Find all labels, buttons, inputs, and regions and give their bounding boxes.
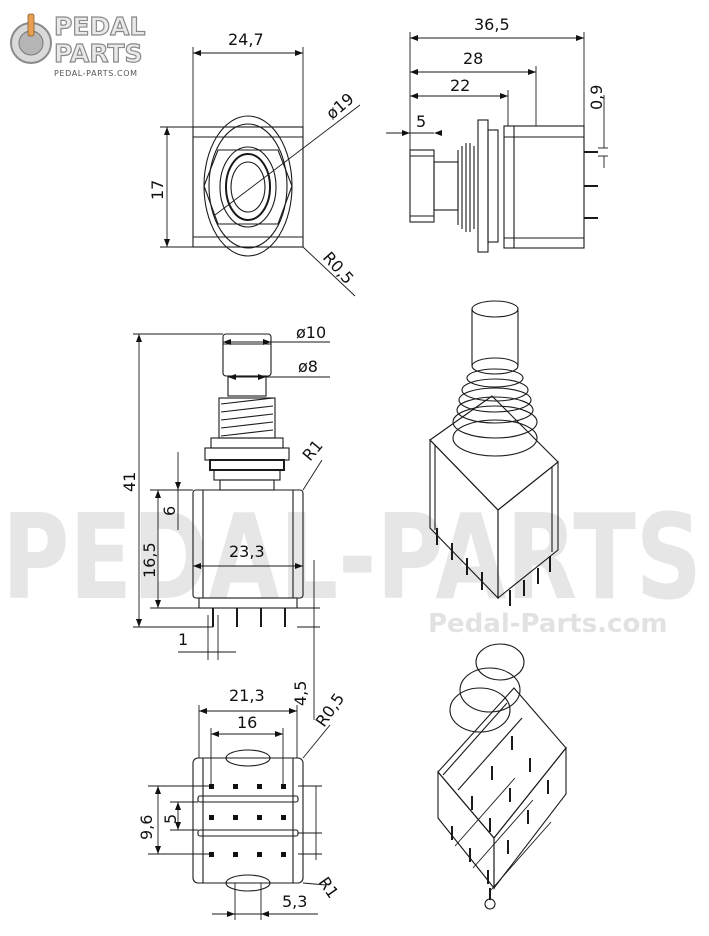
pedal-parts-logo: PEDAL PARTS PEDAL-PARTS.COM [10, 11, 146, 78]
dim-side-5: 5 [416, 112, 426, 131]
logo-line1: PEDAL [54, 12, 146, 41]
dim-side-28: 28 [463, 49, 483, 68]
dim-side-09: 0,9 [587, 85, 606, 110]
dim-bottom-16: 16 [237, 713, 257, 732]
dim-bottom-r05: R0,5 [312, 689, 349, 730]
dim-top-diameter: ø19 [322, 89, 357, 123]
dim-front-d10: ø10 [296, 323, 326, 342]
perspective-bottom-view [437, 643, 567, 910]
front-view [133, 333, 330, 720]
logo-line2: PARTS [54, 39, 143, 68]
dim-front-165: 16,5 [140, 542, 159, 578]
side-view [386, 32, 608, 253]
dim-front-6: 6 [160, 506, 179, 516]
logo-url: PEDAL-PARTS.COM [54, 69, 138, 78]
dim-bottom-r1: R1 [315, 873, 343, 901]
top-view [160, 47, 361, 297]
dim-top-width: 24,7 [228, 30, 264, 49]
dim-front-d8: ø8 [298, 357, 318, 376]
dim-bottom-5: 5 [161, 814, 180, 824]
dim-front-41: 41 [120, 472, 139, 492]
dim-front-1: 1 [178, 630, 188, 649]
dim-top-height: 17 [148, 180, 167, 200]
watermark-big: PEDAL-PARTS [2, 488, 702, 626]
dim-side-total: 36,5 [474, 15, 510, 34]
dim-front-r1: R1 [299, 436, 327, 465]
dim-bottom-96: 9,6 [137, 815, 156, 840]
perspective-top-view [429, 300, 559, 606]
dim-front-45: 4,5 [291, 681, 310, 706]
dim-side-22: 22 [450, 76, 470, 95]
dim-bottom-53: 5,3 [282, 892, 307, 911]
watermark-small: Pedal-Parts.com [428, 609, 667, 639]
dim-front-233: 23,3 [229, 542, 265, 561]
bottom-view [148, 705, 331, 920]
dim-bottom-213: 21,3 [229, 686, 265, 705]
